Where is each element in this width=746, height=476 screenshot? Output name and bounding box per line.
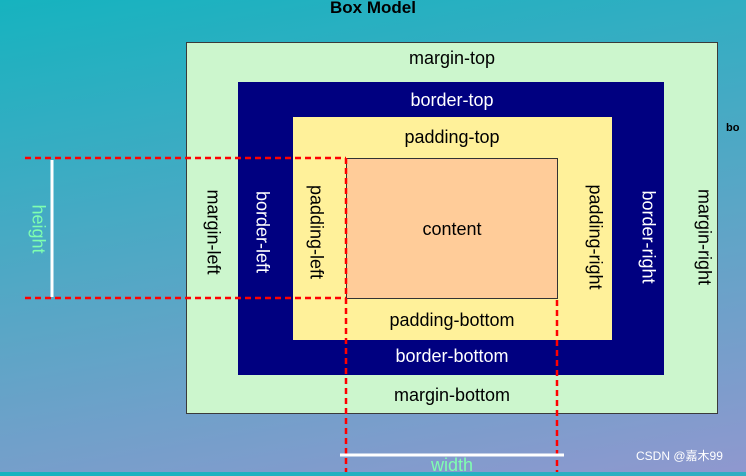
- diagram-title: Box Model: [330, 0, 416, 17]
- watermark: CSDN @嘉木99: [636, 449, 723, 463]
- padding-top-label: padding-top: [404, 127, 500, 147]
- margin-top-label: margin-top: [408, 48, 496, 68]
- height-guide-label: height: [28, 204, 49, 254]
- width-guide-label: width: [430, 455, 474, 475]
- margin-bottom-label: margin-bottom: [393, 385, 511, 405]
- content-area: [346, 158, 558, 299]
- content-label: content: [422, 219, 482, 239]
- cut-off-text: bo: [726, 122, 740, 134]
- padding-bottom-label: padding-bottom: [389, 310, 515, 330]
- border-bottom-label: border-bottom: [395, 346, 509, 366]
- border-top-label: border-top: [410, 90, 494, 110]
